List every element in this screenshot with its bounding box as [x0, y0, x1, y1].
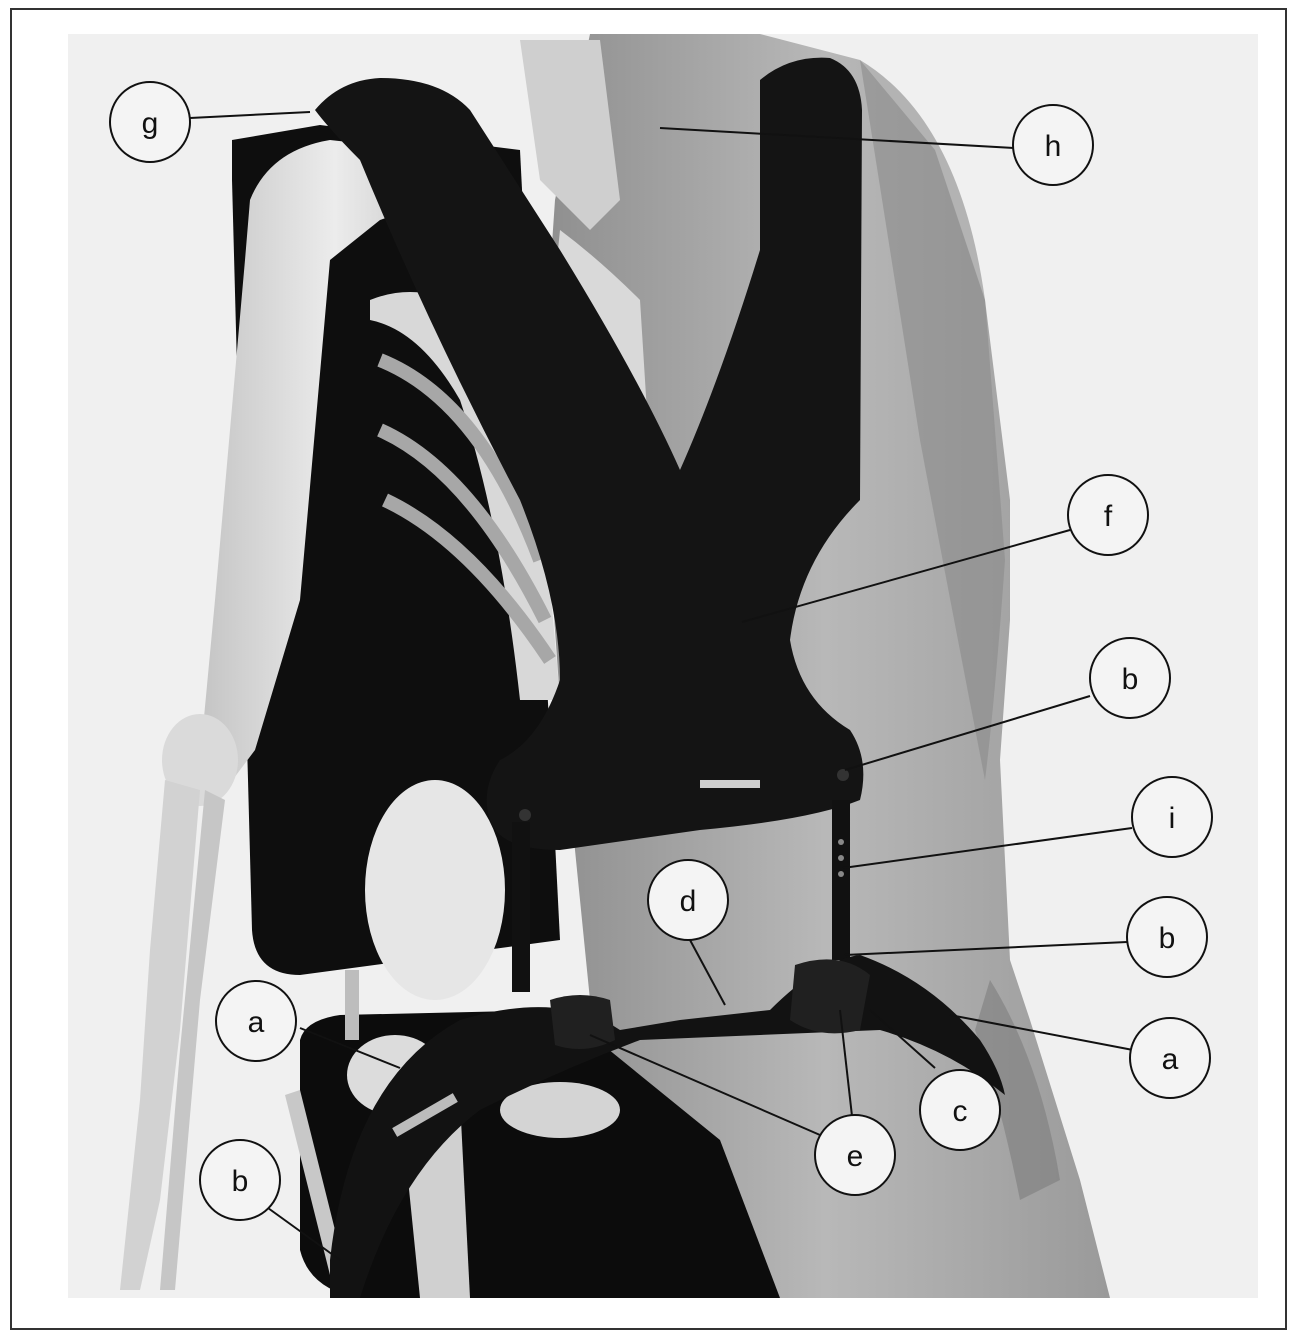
callout-label: b — [1159, 922, 1176, 955]
callout-label: a — [248, 1006, 265, 1039]
callout-c: c — [920, 1070, 1000, 1150]
callout-label: c — [953, 1095, 968, 1128]
callout-h: h — [1013, 105, 1093, 185]
callout-label: f — [1104, 500, 1113, 533]
callout-label: g — [142, 107, 159, 140]
callout-label: d — [680, 885, 697, 918]
callout-d: d — [648, 860, 728, 940]
callout-b-middle: b — [1127, 897, 1207, 977]
callout-label: e — [847, 1140, 864, 1173]
callout-label: b — [232, 1165, 249, 1198]
callout-f: f — [1068, 475, 1148, 555]
callout-g: g — [110, 82, 190, 162]
callout-label: h — [1045, 130, 1062, 163]
callout-label: a — [1162, 1043, 1179, 1076]
callout-a-right: a — [1130, 1018, 1210, 1098]
callout-label: i — [1169, 802, 1176, 835]
callout-e: e — [815, 1115, 895, 1195]
callout-label: b — [1122, 663, 1139, 696]
callout-b-lower: b — [200, 1140, 280, 1220]
callout-b-upper: b — [1090, 638, 1170, 718]
callout-a-left: a — [216, 981, 296, 1061]
callout-i: i — [1132, 777, 1212, 857]
